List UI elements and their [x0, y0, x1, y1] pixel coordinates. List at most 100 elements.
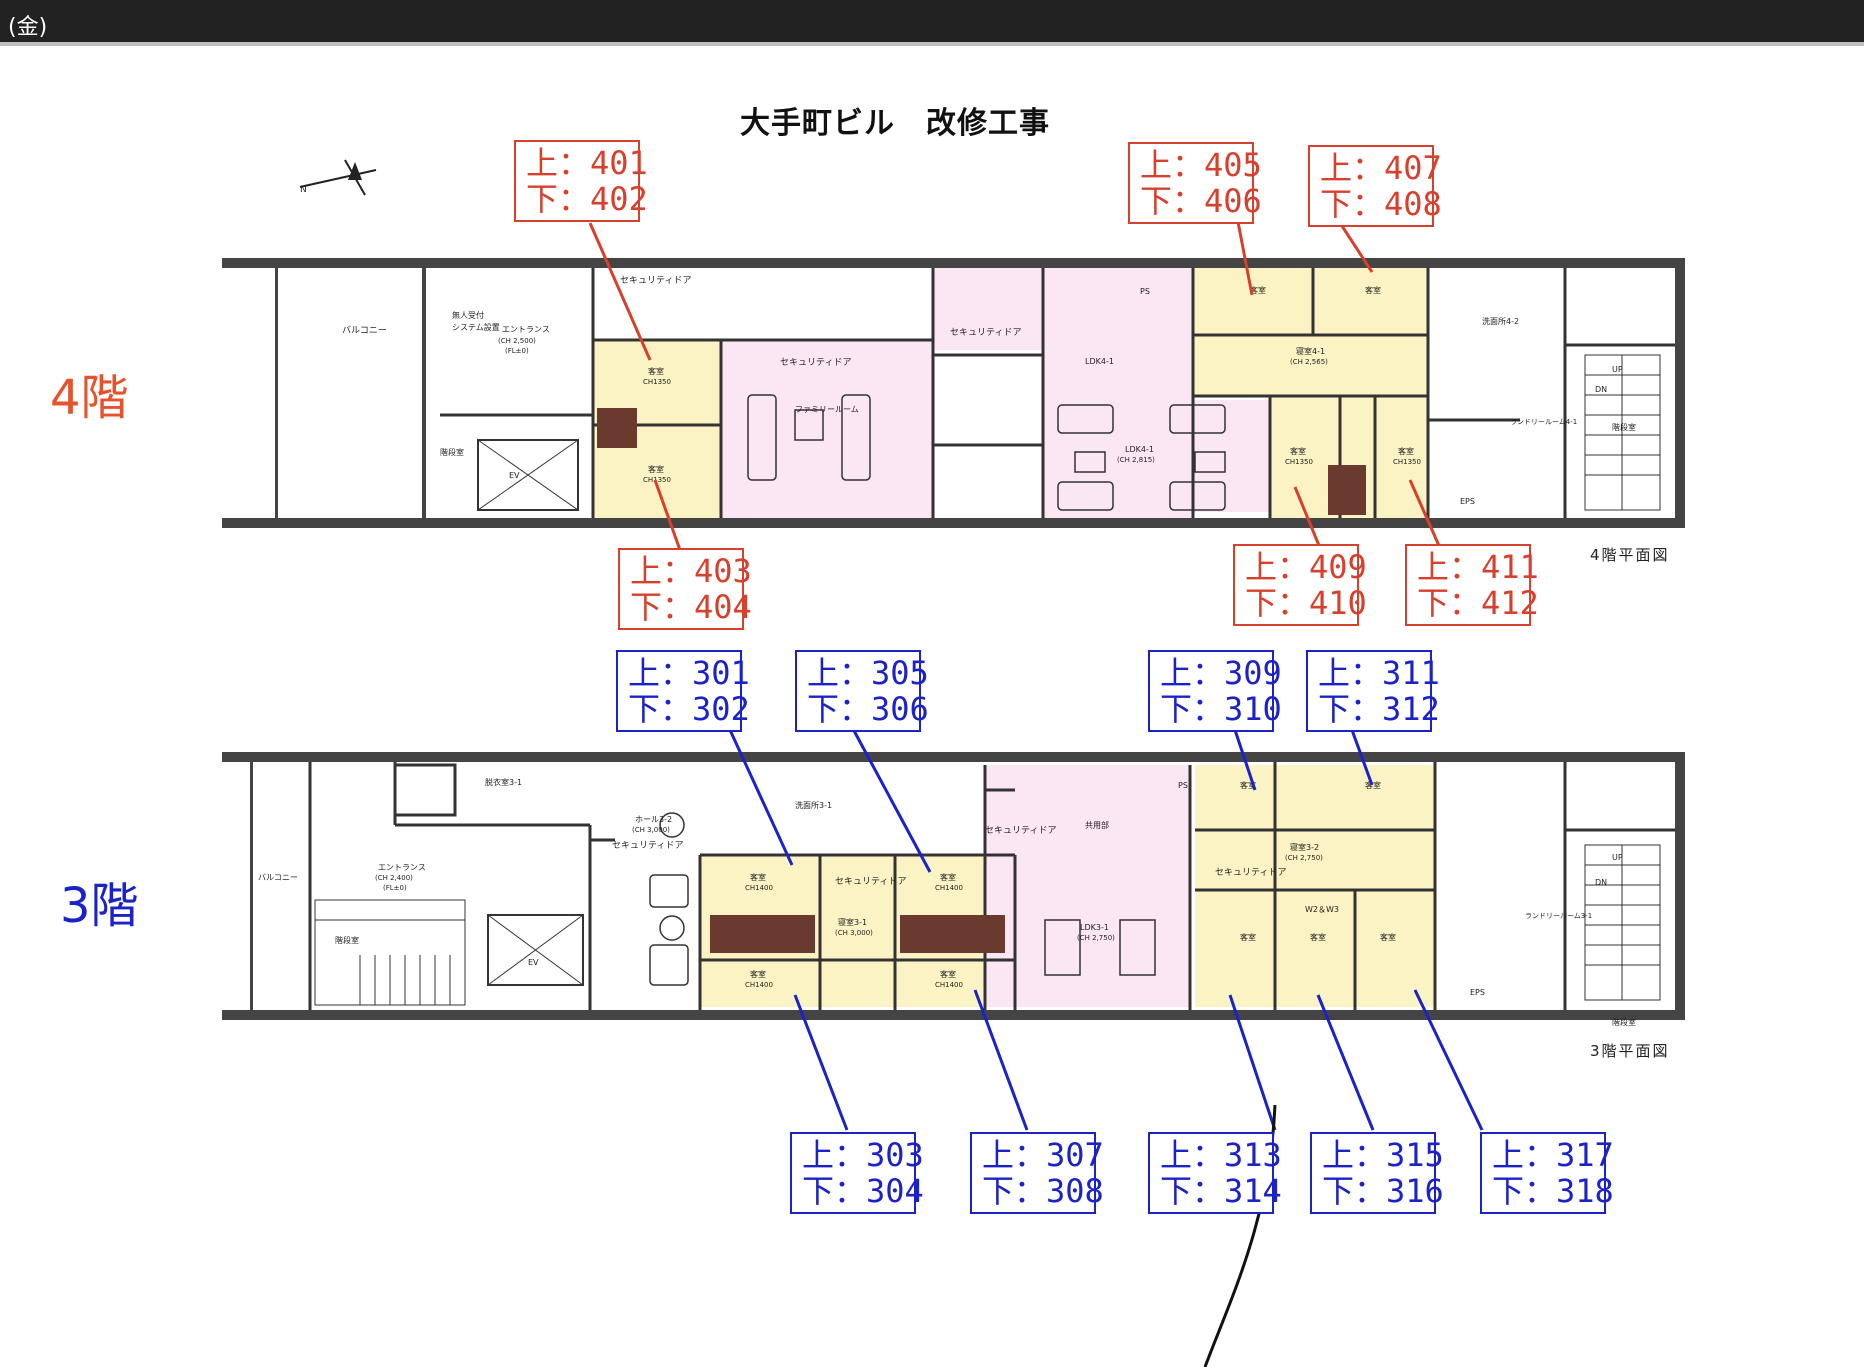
stairs-label-4f-a: 階段室 [440, 447, 464, 457]
callout-313-314: 上：313 下：314 [1148, 1132, 1282, 1214]
balcony-3f-label: バルコニー [258, 873, 298, 882]
balcony-label: バルコニー [342, 325, 387, 336]
floor-3-label: 3階 [60, 878, 139, 934]
red-leader-lines [588, 221, 1442, 551]
guest-label-305: 客室 [940, 872, 956, 882]
entrance-3f-fl: (FL±0) [383, 884, 407, 892]
guest-label-411: 客室 [1398, 446, 1414, 456]
guest-ch-301: CH1400 [745, 884, 773, 892]
callout-309-310: 上：309 下：310 [1148, 650, 1282, 732]
guest-ch-403: CH1350 [643, 476, 671, 484]
dn-label-3f: DN [1595, 878, 1607, 887]
callout-301-upper: 301 [692, 654, 750, 692]
guest-ch-411: CH1350 [1393, 458, 1421, 466]
security-door-label-4f: セキュリティドア [620, 275, 691, 286]
security-door-3f-d: セキュリティドア [1215, 867, 1286, 878]
drawing-title: 大手町ビル 改修工事 [740, 106, 1050, 141]
callout-303-lower: 304 [866, 1172, 924, 1210]
guest-label-315: 客室 [1310, 932, 1326, 942]
ps-label-3f: PS [1178, 781, 1188, 790]
callout-311-upper: 311 [1382, 654, 1440, 692]
dn-label-4f: DN [1595, 385, 1607, 394]
callout-409-lower: 410 [1309, 584, 1367, 622]
stairs-label-3f-b: 階段室 [1612, 1017, 1636, 1027]
guest-label-309: 客室 [1240, 780, 1256, 790]
guest-ch-303: CH1400 [745, 981, 773, 989]
callout-407-lower: 408 [1384, 185, 1442, 223]
callout-315-316: 上：315 下：316 [1310, 1132, 1444, 1214]
callout-403-404: 上：403 下：404 [618, 548, 752, 630]
eps-label-4f: EPS [1460, 497, 1475, 506]
ldk-ch: (CH 2,815) [1117, 456, 1155, 464]
bedroom-4-1-ch: (CH 2,565) [1290, 358, 1328, 366]
security-door-3f-c: セキュリティドア [985, 825, 1056, 836]
guest-room-405-408 [1193, 268, 1428, 396]
callout-305-lower: 306 [871, 690, 929, 728]
callout-307-308: 上：307 下：308 [970, 1132, 1104, 1214]
floor-4-plan-caption: 4階平面図 [1590, 546, 1670, 564]
floor-3-plan: エントランス (CH 2,400) (FL±0) バルコニー 脱衣室3-1 ホー… [222, 752, 1685, 1027]
up-label-3f: UP [1612, 853, 1623, 862]
security-door-3f-b: セキュリティドア [835, 876, 906, 887]
callout-409-410: 上：409 下：410 [1233, 544, 1367, 626]
entrance-label: エントランス [502, 325, 550, 334]
guest-label-311: 客室 [1365, 780, 1381, 790]
stairs-label-4f-b: 階段室 [1612, 422, 1636, 432]
guest-label-403: 客室 [648, 464, 664, 474]
callout-307-upper: 307 [1046, 1136, 1104, 1174]
callout-309-upper: 309 [1224, 654, 1282, 692]
callout-405-upper: 405 [1204, 146, 1262, 184]
callout-311-lower: 312 [1382, 690, 1440, 728]
guest-label-407: 客室 [1365, 285, 1381, 295]
guest-ch-401: CH1350 [643, 378, 671, 386]
callout-305-upper: 305 [871, 654, 929, 692]
security-door-label-4f-c: セキュリティドア [950, 327, 1021, 338]
guest-label-301: 客室 [750, 872, 766, 882]
callout-401-402: 上：401 下：402 [514, 140, 648, 222]
callout-305-306: 上：305 下：306 [795, 650, 929, 732]
guest-label-303: 客室 [750, 969, 766, 979]
security-door-3f-a: セキュリティドア [612, 840, 683, 851]
up-label-4f: UP [1612, 365, 1623, 374]
ldk-4-1-main [1050, 400, 1270, 512]
svg-text:N: N [300, 185, 307, 195]
callout-303-304: 上：303 下：304 [790, 1132, 924, 1214]
callout-303-upper: 303 [866, 1136, 924, 1174]
top-bar: (金) [0, 0, 1864, 46]
guest-ch-307: CH1400 [935, 981, 963, 989]
security-door-label-4f-b: セキュリティドア [780, 357, 851, 368]
entrance-fl: (FL±0) [505, 347, 529, 355]
guest-label-401: 客室 [648, 366, 664, 376]
callout-403-lower: 404 [694, 588, 752, 626]
callout-409-upper: 409 [1309, 548, 1367, 586]
callout-317-lower: 318 [1556, 1172, 1614, 1210]
north-arrow-icon: N [299, 159, 377, 196]
hall-3-2-ch: (CH 3,000) [632, 826, 670, 834]
callout-411-lower: 412 [1481, 584, 1539, 622]
ldk-3-1-ch: (CH 2,750) [1077, 934, 1115, 942]
hall-3-2-label: ホール3-2 [635, 815, 672, 824]
callout-403-upper: 403 [694, 552, 752, 590]
guest-label-409: 客室 [1290, 446, 1306, 456]
guest-ch-409: CH1350 [1285, 458, 1313, 466]
entrance-ch: (CH 2,500) [498, 337, 536, 345]
ldk-3-1-label: LDK3-1 [1080, 923, 1109, 932]
family-room [721, 340, 933, 518]
top-bar-divider [0, 42, 1864, 46]
callout-313-upper: 313 [1224, 1136, 1282, 1174]
callout-301-302: 上：301 下：302 [616, 650, 750, 732]
dressing-3-1-label: 脱衣室3-1 [485, 777, 522, 787]
guest-ch-305: CH1400 [935, 884, 963, 892]
callout-411-412: 上：411 下：412 [1405, 544, 1539, 626]
callout-401-lower: 402 [590, 180, 648, 218]
stairs-label-3f-a: 階段室 [335, 935, 359, 945]
laundry-label-3f: ランドリールーム3-1 [1525, 912, 1592, 920]
common-area-label: 共用部 [1085, 820, 1109, 830]
bedroom-3-1-ch: (CH 3,000) [835, 929, 873, 937]
ps-label-4f: PS [1140, 287, 1150, 296]
floor-4-label: 4階 [50, 370, 129, 426]
callout-411-upper: 411 [1481, 548, 1539, 586]
common-area [985, 765, 1190, 1007]
callout-301-lower: 302 [692, 690, 750, 728]
